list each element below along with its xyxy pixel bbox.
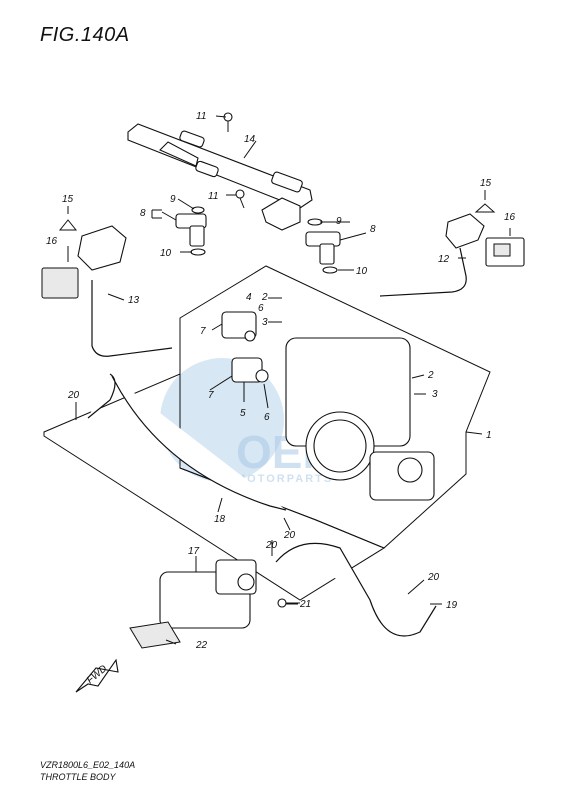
footer-name: THROTTLE BODY xyxy=(40,772,116,782)
callout-20-d: 20 xyxy=(427,572,440,583)
hose-19[interactable] xyxy=(275,542,437,637)
callout-10-a: 10 xyxy=(160,248,172,259)
callout-8-a: 8 xyxy=(140,208,146,219)
leader-lines xyxy=(58,115,511,645)
tps-sensor[interactable] xyxy=(221,311,257,342)
callout-7-a: 7 xyxy=(200,326,206,337)
callout-21: 21 xyxy=(299,599,311,610)
callout-3-b: 3 xyxy=(432,389,438,400)
callout-14: 14 xyxy=(244,134,256,145)
isc-valve[interactable] xyxy=(159,559,257,629)
callout-6-b: 6 xyxy=(264,412,270,423)
screw-11-a[interactable] xyxy=(223,112,233,132)
injector-right[interactable] xyxy=(305,218,341,274)
fwd-arrow: FWD xyxy=(75,658,119,693)
gasket-22[interactable] xyxy=(129,621,181,649)
callout-4: 4 xyxy=(246,292,252,303)
callout-11-b: 11 xyxy=(208,191,218,202)
callout-18: 18 xyxy=(214,514,226,525)
callout-20-a: 20 xyxy=(67,390,80,401)
callouts: 1 2 2 3 3 4 5 6 6 7 7 8 8 9 9 10 10 11 1… xyxy=(46,111,516,651)
callout-16-b: 16 xyxy=(504,212,516,223)
callout-3-a: 3 xyxy=(262,317,268,328)
callout-10-b: 10 xyxy=(356,266,368,277)
callout-20-b: 20 xyxy=(265,540,278,551)
callout-16-a: 16 xyxy=(46,236,58,247)
callout-2-a: 2 xyxy=(261,292,268,303)
callout-8-b: 8 xyxy=(370,224,376,235)
callout-19: 19 xyxy=(446,600,458,611)
callout-9-b: 9 xyxy=(336,216,342,227)
footer-code: VZR1800L6_E02_140A xyxy=(40,760,136,770)
callout-12: 12 xyxy=(438,254,450,265)
callout-22: 22 xyxy=(195,640,208,651)
callout-15-a: 15 xyxy=(62,194,74,205)
hose-13[interactable] xyxy=(91,280,173,357)
callout-15-b: 15 xyxy=(480,178,492,189)
figure-title: FIG.140A xyxy=(40,24,130,46)
callout-11-a: 11 xyxy=(196,111,206,122)
callout-20-c: 20 xyxy=(283,530,296,541)
injector-left[interactable] xyxy=(175,206,207,256)
hose-12[interactable] xyxy=(379,247,467,297)
watermark-sub: MOTORPARTS xyxy=(236,473,333,485)
fuel-delivery-pipe[interactable] xyxy=(127,123,313,231)
callout-17: 17 xyxy=(188,546,200,557)
callout-1: 1 xyxy=(486,430,492,441)
throttle-body[interactable] xyxy=(285,337,435,501)
callout-2-b: 2 xyxy=(427,370,434,381)
screw-21[interactable] xyxy=(277,598,300,608)
hose-18[interactable] xyxy=(87,373,287,511)
callout-7-b: 7 xyxy=(208,390,214,401)
connector-left[interactable] xyxy=(41,225,127,299)
callout-13: 13 xyxy=(128,295,140,306)
cover-outline xyxy=(43,373,386,601)
idle-sensor[interactable] xyxy=(231,357,269,383)
connector-right[interactable] xyxy=(445,213,525,267)
callout-6-a: 6 xyxy=(258,303,264,314)
callout-5: 5 xyxy=(240,408,246,419)
callout-9-a: 9 xyxy=(170,194,176,205)
screw-11-b[interactable] xyxy=(235,189,245,209)
